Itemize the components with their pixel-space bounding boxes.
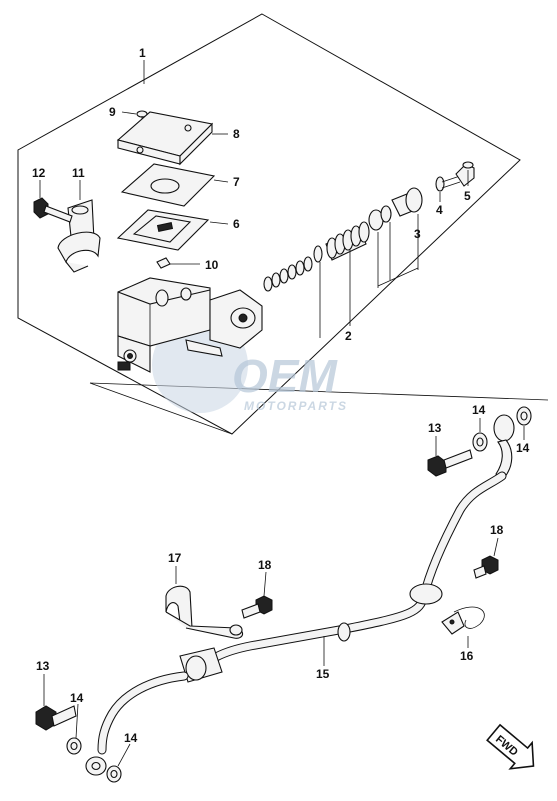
callout-14-upper-right: 14	[516, 441, 530, 455]
cap-part-8	[116, 111, 214, 166]
callout-14-lower-right: 14	[124, 731, 138, 745]
lower-banjo-bolt-part-13	[35, 705, 77, 731]
fwd-arrow-icon: FWD	[486, 723, 535, 770]
upper-banjo-bolt-part-13	[427, 449, 473, 477]
callout-7: 7	[233, 175, 240, 189]
callout-4: 4	[436, 203, 443, 217]
clamp-part-11	[57, 199, 101, 273]
callouts: 1 9 8 7 6 10 11 12 2 3 4 5 13 14 14 18 1…	[32, 46, 530, 745]
piston	[325, 221, 370, 261]
callout-5: 5	[464, 189, 471, 203]
piston-spring-part-2	[263, 221, 370, 338]
callout-12: 12	[32, 166, 46, 180]
callout-10: 10	[205, 258, 219, 272]
callout-16: 16	[460, 649, 474, 663]
callout-13-upper: 13	[428, 421, 442, 435]
diaphragm-part-6	[116, 209, 210, 251]
callout-6: 6	[233, 217, 240, 231]
watermark-brand: OEM	[232, 350, 338, 402]
callout-13-lower: 13	[36, 659, 50, 673]
leader-lines	[39, 60, 525, 767]
spring	[263, 256, 313, 292]
callout-11: 11	[72, 166, 85, 180]
callout-17: 17	[168, 551, 182, 565]
upper-washer-part-14b	[516, 406, 532, 426]
callout-9: 9	[109, 105, 116, 119]
bolt-part-18b	[241, 595, 273, 619]
push-rod-part-4	[435, 175, 461, 192]
callout-14-lower-left: 14	[70, 691, 84, 705]
clip-part-16	[441, 606, 485, 635]
plate-part-7	[120, 163, 216, 207]
bolt-part-18a	[473, 555, 499, 579]
callout-15: 15	[316, 667, 330, 681]
clevis-part-5	[455, 161, 475, 187]
clamp-part-17	[165, 585, 244, 639]
lower-washer-part-14d	[106, 765, 122, 783]
callout-14-upper-left: 14	[472, 403, 486, 417]
clip-part-10	[156, 257, 171, 269]
bolt-part-12	[33, 197, 73, 223]
callout-18-upper: 18	[490, 523, 504, 537]
upper-banjo-fitting	[493, 414, 515, 479]
master-cylinder-body	[117, 277, 263, 373]
callout-3: 3	[414, 227, 421, 241]
lower-washer-part-14c	[66, 737, 82, 755]
hose-part-15	[85, 471, 507, 776]
callout-2: 2	[345, 329, 352, 343]
callout-8: 8	[233, 127, 240, 141]
callout-1: 1	[139, 46, 146, 60]
upper-washer-part-14a	[472, 432, 488, 452]
seal-part-3	[368, 187, 423, 288]
callout-18-lower: 18	[258, 558, 272, 572]
watermark-tagline: MOTORPARTS	[244, 399, 348, 413]
